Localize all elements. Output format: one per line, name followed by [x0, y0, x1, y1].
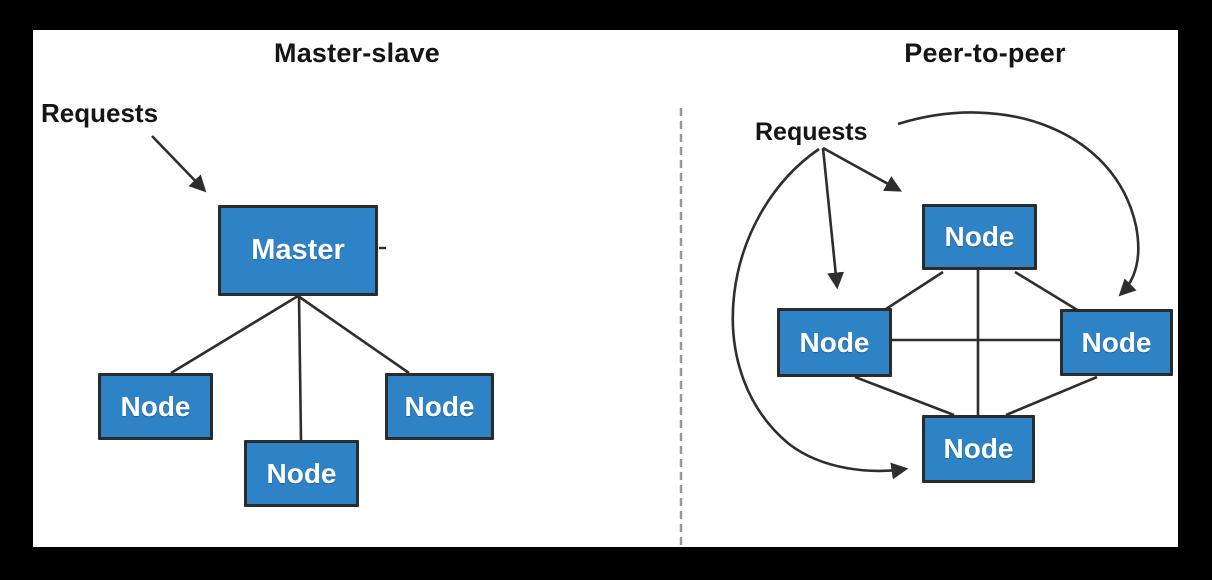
mesh-edge-left-bottom: [854, 375, 955, 417]
mesh-edge-right-bottom: [1005, 375, 1098, 417]
peer-node-box-top: Node: [922, 204, 1037, 270]
node-box-label: Node: [799, 326, 870, 358]
tree-edge-master-right-node: [297, 294, 410, 375]
node-box-label: Node: [120, 390, 191, 422]
tree-edge-master-left-node: [170, 294, 299, 375]
peer-node-box-left: Node: [777, 308, 892, 377]
diagram-canvas: Master-slave Peer-to-peer Requests Reque…: [33, 30, 1178, 547]
requests-to-master-arrow: [151, 135, 207, 193]
master-box-label: Master: [251, 234, 345, 266]
node-box-label: Node: [404, 390, 475, 422]
master-box: Master: [218, 205, 378, 296]
mesh-edge-top-right: [1014, 270, 1080, 313]
peer-node-box-bottom: Node: [922, 415, 1035, 483]
right-panel-title: Peer-to-peer: [904, 38, 1066, 68]
mesh-edge-top-left: [885, 270, 944, 311]
slave-node-box-right: Node: [385, 373, 494, 440]
requests-to-left-node-arrow: [821, 147, 845, 290]
node-box-label: Node: [944, 221, 1015, 252]
node-box-label: Node: [943, 433, 1014, 464]
requests-to-top-node-arrow: [822, 146, 902, 192]
right-requests-label: Requests: [755, 118, 868, 146]
tree-edge-master-middle-node: [297, 295, 303, 441]
left-requests-label: Requests: [41, 98, 159, 128]
peer-node-box-right: Node: [1060, 309, 1173, 376]
left-panel-title: Master-slave: [274, 38, 440, 68]
node-box-label: Node: [1081, 326, 1152, 358]
slave-node-box-middle: Node: [244, 440, 359, 507]
node-box-label: Node: [266, 457, 337, 489]
slave-node-box-left: Node: [98, 373, 213, 440]
